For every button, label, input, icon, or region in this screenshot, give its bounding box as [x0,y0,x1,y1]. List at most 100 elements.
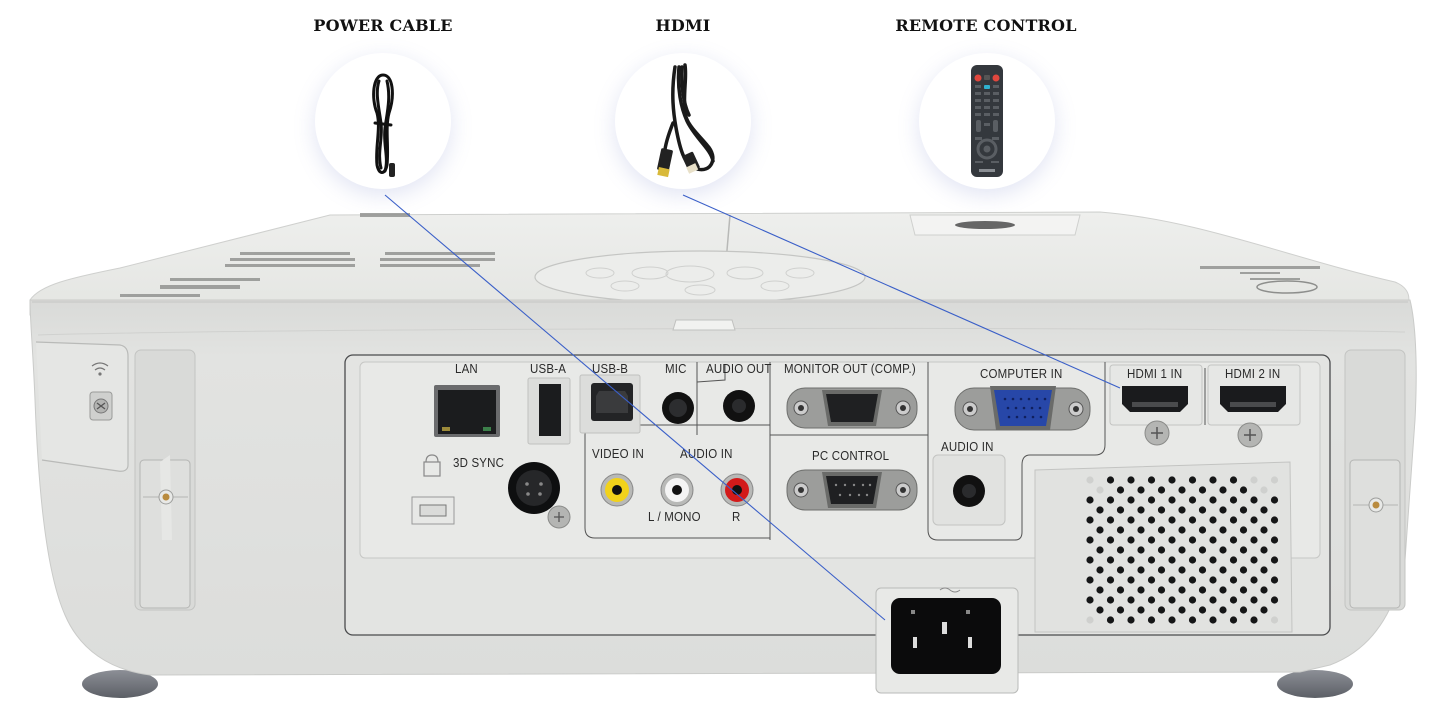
grille-hole [1229,596,1238,604]
label-video-in: VIDEO IN [592,447,644,461]
grille-hole [1229,536,1238,544]
accessory-title-remote-control: REMOTE CONTROL [895,16,1077,35]
grille-hole [1188,576,1197,584]
grille-hole [1137,486,1145,494]
grille-hole [1270,616,1279,624]
grille-hole [1219,586,1227,594]
grille-hole [1188,596,1197,604]
grille-hole [1116,486,1125,494]
label-hdmi2: HDMI 2 IN [1225,367,1281,381]
grille-hole [1239,546,1248,554]
grille-hole [1239,606,1248,614]
pc-control-port [826,476,878,504]
grille-hole [1096,526,1104,534]
grille-hole [1229,496,1238,504]
grille-hole [1229,616,1238,624]
power-cable-thumbnail[interactable] [315,53,451,189]
grille-hole [1198,546,1207,554]
grille-hole [1147,476,1156,484]
label-lan: LAN [455,362,478,376]
grille-hole [1137,586,1145,594]
grille-hole [1096,566,1104,574]
label-audio-in: AUDIO IN [941,440,994,454]
grille-hole [1106,516,1115,524]
grille-hole [1157,586,1166,594]
grille-hole [1106,556,1115,564]
grille-hole [1270,516,1279,524]
grille-hole [1137,606,1145,614]
accessory-title-power-cable: POWER CABLE [313,16,453,35]
grille-hole [1096,486,1104,494]
grille-hole [1137,526,1145,534]
grille-hole [1168,616,1176,624]
grille-hole [1260,566,1268,574]
grille-hole [1157,566,1166,574]
remote-control-icon [971,65,1003,177]
grille-hole [1086,496,1094,504]
grille-hole [1147,536,1156,544]
grille-hole [1219,486,1227,494]
grille-hole [1086,556,1094,564]
grille-hole [1188,616,1197,624]
grille-hole [1116,546,1125,554]
label-r: R [732,510,741,524]
label-audio-in-rca: AUDIO IN [680,447,733,461]
power-cable-icon [372,73,395,177]
grille-hole [1106,536,1115,544]
grille-hole [1188,556,1197,564]
remote-control-thumbnail[interactable] [919,53,1055,189]
label-pc-control: PC CONTROL [812,449,890,463]
grille-hole [1270,476,1279,484]
grille-hole [1239,526,1248,534]
grille-hole [1106,616,1115,624]
grille-hole [1116,566,1125,574]
grille-hole [1270,496,1279,504]
grille-hole [1250,616,1258,624]
grille-hole [1137,566,1145,574]
grille-hole [1270,536,1279,544]
grille-hole [1198,486,1207,494]
grille-hole [1127,516,1135,524]
grille-hole [1147,496,1156,504]
hdmi-cable-icon [657,63,715,178]
grille-hole [1260,606,1268,614]
grille-hole [1157,486,1166,494]
grille-hole [1086,536,1094,544]
grille-hole [1157,506,1166,514]
grille-hole [1250,476,1258,484]
grille-hole [1147,616,1156,624]
grille-hole [1239,586,1248,594]
grille-hole [1168,496,1176,504]
grille-hole [1157,546,1166,554]
grille-hole [1106,576,1115,584]
grille-hole [1178,586,1186,594]
grille-hole [1106,596,1115,604]
grille-hole [1096,506,1104,514]
label-mic: MIC [665,362,687,376]
grille-hole [1219,506,1227,514]
label-computer-in: COMPUTER IN [980,367,1063,381]
usb-a-port [539,384,561,436]
wifi-icon [91,362,109,376]
grille-hole [1219,546,1227,554]
grille-hole [1260,486,1268,494]
grille-hole [1239,566,1248,574]
hdmi-cable-thumbnail[interactable] [615,53,751,189]
grille-hole [1147,596,1156,604]
grille-hole [1178,546,1186,554]
grille-hole [1229,556,1238,564]
grille-hole [1260,526,1268,534]
grille-hole [1178,506,1186,514]
grille-hole [1260,546,1268,554]
grille-hole [1106,476,1115,484]
grille-hole [1116,526,1125,534]
grille-hole [1127,536,1135,544]
grille-hole [1209,476,1217,484]
grille-hole [1096,586,1104,594]
grille-hole [1127,556,1135,564]
grille-hole [1157,526,1166,534]
grille-hole [1116,586,1125,594]
power-inlet [891,598,1001,674]
grille-hole [1168,476,1176,484]
monitor-out-port [826,394,878,422]
